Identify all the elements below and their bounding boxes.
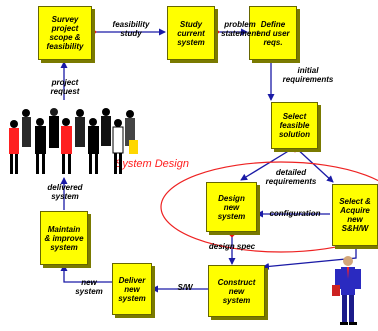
label-design-spec: design spec xyxy=(208,242,256,251)
label-configuration: configuration xyxy=(269,209,321,218)
box-study-current-system: Study current system xyxy=(167,6,215,60)
businessman-illustration xyxy=(332,256,361,325)
box-survey-project-scope: Survey project scope & feasibility xyxy=(38,6,92,60)
arrow-select-design xyxy=(240,146,296,181)
label-delivered-system: delivered system xyxy=(47,183,83,201)
box-construct-new-system: Construct new system xyxy=(208,265,265,317)
label-new-system: new system xyxy=(75,278,103,296)
arrow-deliver-maintain xyxy=(60,264,112,283)
arrow-select-acquire xyxy=(294,146,334,183)
box-define-end-user-reqs: Define end user reqs. xyxy=(249,6,297,60)
people-group-illustration xyxy=(9,108,138,174)
label-initial-requirements: initial requirements xyxy=(282,66,334,84)
phase-label-system-design: System Design xyxy=(115,158,189,170)
label-problem-statement: problem statement xyxy=(221,20,259,38)
box-select-acquire-shw: Select & Acquire new S&H/W xyxy=(332,184,378,246)
label-project-request: project request xyxy=(50,78,80,96)
arrow-acquire-construct xyxy=(262,246,357,270)
box-design-new-system: Design new system xyxy=(206,182,257,232)
box-maintain-improve-system: Maintain & improve system xyxy=(40,211,88,265)
label-feasibility-study: feasibility study xyxy=(112,20,150,38)
label-sw: S/W xyxy=(177,283,193,292)
label-detailed-requirements: detailed requirements xyxy=(265,168,317,186)
box-deliver-new-system: Deliver new system xyxy=(112,263,152,315)
system-design-ellipse xyxy=(160,161,378,253)
box-select-feasible-solution: Select feasible solution xyxy=(271,102,318,149)
